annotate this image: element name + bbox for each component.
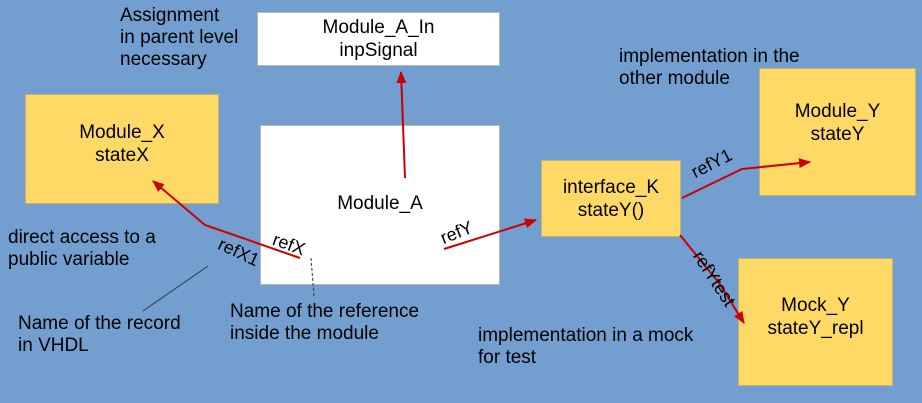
module-a-box: Module_A <box>260 125 500 285</box>
note-reference-name-line: Name of the reference <box>230 301 420 322</box>
mock-y-title: Mock_Y <box>781 295 850 316</box>
note-assignment-line: Assignment <box>120 5 220 26</box>
module-x-title: Module_X <box>79 122 165 143</box>
note-record-name-line: Name of the record <box>18 313 181 334</box>
arrow-refytest-to-mock-y <box>679 234 745 324</box>
arrow-refy1-to-module-y <box>681 158 811 199</box>
module-a-in-signal: inpSignal <box>339 40 418 61</box>
mock-y-state: stateY_repl <box>767 318 864 339</box>
note-assignment-line: necessary <box>120 49 207 70</box>
interface-k-title: interface_K <box>562 176 660 198</box>
module-a-in-title: Module_A_In <box>322 17 435 38</box>
module-a-title: Module_A <box>337 192 423 214</box>
note-direct-access-line: direct access to a <box>8 227 156 248</box>
note-implementation-mock-line: implementation in a mock <box>478 325 694 346</box>
module-y-title: Module_Y <box>794 101 881 122</box>
module-a-in-box: Module_A_In inpSignal <box>257 12 500 66</box>
module-x-state: stateX <box>95 145 149 166</box>
note-record-name: Name of the record in VHDL <box>18 313 181 357</box>
note-implementation-other: implementation in the other module <box>619 46 800 90</box>
arrow-to-module-a-in <box>396 71 407 179</box>
interface-k-box: interface_K stateY() <box>541 160 681 237</box>
reference-annotation-line <box>310 257 315 297</box>
interface-k-state: stateY() <box>577 199 645 221</box>
note-implementation-mock: implementation in a mock for test <box>478 325 693 369</box>
record-annotation-line <box>142 265 209 312</box>
module-x-box: Module_X stateX <box>25 94 219 204</box>
note-reference-name-line: inside the module <box>230 323 379 344</box>
note-implementation-mock-line: for test <box>478 347 537 368</box>
note-direct-access-line: public variable <box>8 249 130 270</box>
note-record-name-line: in VHDL <box>18 335 89 356</box>
note-reference-name: Name of the reference inside the module <box>230 301 419 345</box>
arrow-refx-to-module-x <box>152 180 301 259</box>
note-implementation-other-line: other module <box>619 68 730 89</box>
note-direct-access: direct access to a public variable <box>8 227 156 271</box>
module-y-state: stateY <box>810 124 865 145</box>
note-assignment-line: in parent level <box>120 27 239 48</box>
note-implementation-other-line: implementation in the <box>619 46 800 67</box>
note-assignment: Assignment in parent level necessary <box>120 5 238 71</box>
module-y-box: Module_Y stateY <box>759 68 916 196</box>
arrow-refy-to-interface-k <box>443 218 537 250</box>
